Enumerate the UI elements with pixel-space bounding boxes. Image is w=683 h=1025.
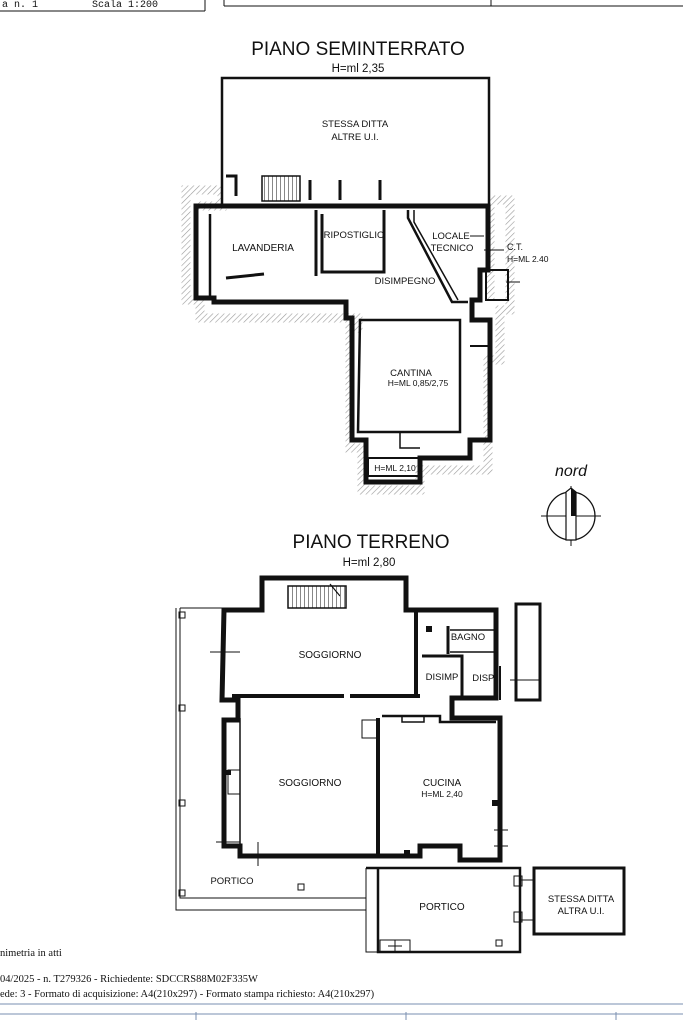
room-ripostiglio: RIPOSTIGLIO xyxy=(324,230,385,241)
basement-height-label: H=ml 2,35 xyxy=(332,63,385,75)
room-portico-2: PORTICO xyxy=(419,902,465,913)
room-stessa-ditta-ground: STESSA DITTA xyxy=(548,894,615,905)
north-arrow: nord xyxy=(541,463,601,546)
ground-portico-lower xyxy=(366,866,522,954)
room-cucina: CUCINA xyxy=(423,778,462,789)
earth-hatching xyxy=(181,185,515,495)
room-portico-1: PORTICO xyxy=(210,876,253,887)
room-cantina: CANTINA xyxy=(390,368,432,379)
ground-title: PIANO TERRENO xyxy=(293,532,450,553)
room-altre-ui: ALTRE U.I. xyxy=(331,132,378,143)
room-disimpegno: DISIMPEGNO xyxy=(375,276,436,287)
bottom-rule xyxy=(0,1003,683,1020)
room-disp: DISP. xyxy=(472,673,496,684)
header-bar: a n. 1 Scala 1:200 xyxy=(0,0,683,12)
room-cucina-height: H=ML 2,40 xyxy=(421,789,463,799)
sheet-label: a n. 1 xyxy=(2,0,38,11)
footer-format-info: ede: 3 - Formato di acquisizione: A4(210… xyxy=(0,989,375,1000)
ground-other-unit xyxy=(532,866,626,936)
room-ct: C.T. xyxy=(507,242,523,252)
basement-title: PIANO SEMINTERRATO xyxy=(251,39,465,60)
ground-stair xyxy=(287,585,347,609)
room-lavanderia: LAVANDERIA xyxy=(232,243,294,254)
ground-house-outline xyxy=(219,575,503,863)
ground-height-label: H=ml 2,80 xyxy=(343,557,396,569)
room-stessa-ditta-1: STESSA DITTA xyxy=(322,119,389,130)
scale-label: Scala 1:200 xyxy=(92,0,158,11)
room-locale: LOCALE xyxy=(432,231,470,242)
room-ct-height: H=ML 2.40 xyxy=(507,254,549,264)
room-small-height: H=ML 2,10 xyxy=(374,463,416,473)
room-disimp: DISIMP xyxy=(426,672,459,683)
room-tecnico: TECNICO xyxy=(431,243,474,254)
room-bagno: BAGNO xyxy=(451,632,485,643)
footer-request-info: 04/2025 - n. T279326 - Richiedente: SDCC… xyxy=(0,974,258,985)
ground-floor-plan: PIANO TERRENO H=ml 2,80 xyxy=(175,532,626,954)
north-label: nord xyxy=(555,463,588,480)
room-cantina-height: H=ML 0,85/2,75 xyxy=(388,378,449,388)
basement-plan: PIANO SEMINTERRATO H=ml 2,35 STESSA DITT… xyxy=(181,39,549,495)
room-altra-ui: ALTRA U.I. xyxy=(558,906,605,917)
room-soggiorno-2: SOGGIORNO xyxy=(279,778,342,789)
footer-note: nimetria in atti xyxy=(0,948,62,959)
room-soggiorno-1: SOGGIORNO xyxy=(299,650,362,661)
basement-stair xyxy=(261,175,301,202)
